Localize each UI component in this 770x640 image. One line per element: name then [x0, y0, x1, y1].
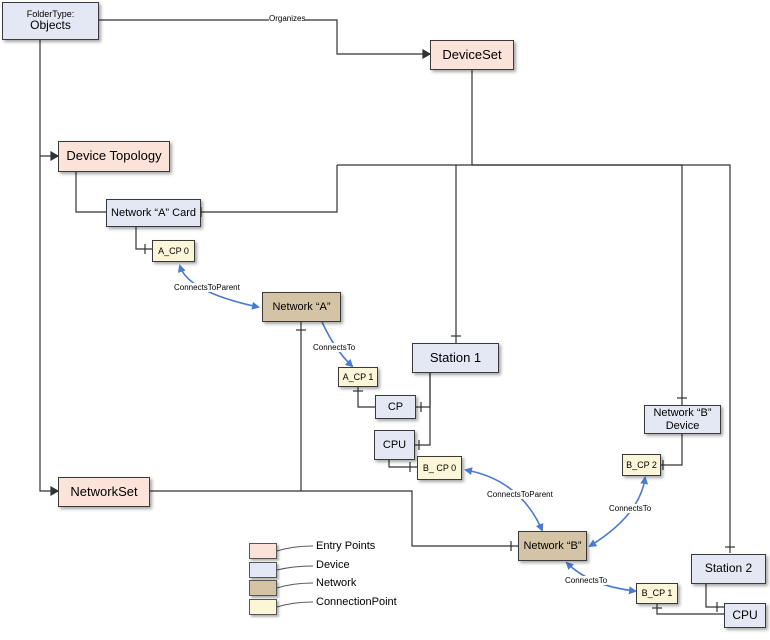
network-b-label: Network “B”	[523, 539, 582, 552]
device-topology-label: Device Topology	[66, 148, 162, 164]
objects-folder-node[interactable]: FolderType: Objects	[2, 2, 99, 40]
organizes-line	[99, 19, 430, 55]
device-set-label: DeviceSet	[442, 46, 502, 62]
legend-label-entry-points: Entry Points	[316, 540, 376, 552]
network-a-card-label: Network “A” Card	[111, 206, 196, 219]
legend-swatch-device	[249, 562, 277, 578]
objects-label: Objects	[30, 18, 71, 33]
legend-swatch-network	[249, 580, 277, 596]
a-cp0-label: A_CP 0	[158, 245, 189, 256]
network-b-device-label: Network “B” Device	[653, 406, 712, 432]
cpu1-label: CPU	[382, 438, 407, 451]
a-cp1-label: A_CP 1	[342, 371, 374, 382]
legend-label-connection-point: ConnectionPoint	[316, 596, 397, 608]
edge-label-connects-to-a: ConnectsTo	[313, 343, 356, 352]
station2-node[interactable]: Station 2	[691, 554, 766, 584]
edge-label-connects-to-parent-b: ConnectsToParent	[487, 490, 553, 499]
station2-label: Station 2	[704, 561, 753, 576]
station1-label: Station 1	[429, 349, 482, 365]
cpu2-node[interactable]: CPU	[724, 603, 766, 628]
b-cp0-node[interactable]: B_ CP 0	[417, 456, 462, 480]
cpu2-label: CPU	[732, 607, 758, 622]
device-topology-node[interactable]: Device Topology	[58, 141, 170, 172]
b-cp1-label: B_CP 1	[641, 588, 673, 599]
network-a-node[interactable]: Network “A”	[262, 292, 341, 322]
b-cp2-node[interactable]: B_CP 2	[622, 454, 661, 476]
legend-label-device: Device	[316, 559, 350, 571]
device-set-node[interactable]: DeviceSet	[430, 40, 514, 70]
a-cp1-node[interactable]: A_CP 1	[338, 367, 378, 387]
cpu1-node[interactable]: CPU	[374, 430, 415, 460]
network-b-device-node[interactable]: Network “B” Device	[644, 405, 721, 434]
legend-swatch-entry-points	[249, 543, 277, 559]
station1-node[interactable]: Station 1	[412, 343, 499, 373]
objects-type-label: FolderType:	[26, 8, 75, 19]
a-cp0-node[interactable]: A_CP 0	[152, 240, 195, 262]
network-set-label: NetworkSet	[70, 483, 138, 499]
b-cp1-node[interactable]: B_CP 1	[636, 583, 678, 604]
edge-label-connects-to-b-cp1: ConnectsTo	[565, 576, 608, 585]
edge-label-organizes: Organizes	[269, 14, 306, 23]
objects-trunk	[39, 40, 58, 492]
edge-label-connects-to-parent-a: ConnectsToParent	[174, 283, 240, 292]
b-cp2-label: B_CP 2	[626, 459, 657, 470]
network-a-card-node[interactable]: Network “A” Card	[106, 199, 201, 227]
cp-node[interactable]: CP	[375, 395, 416, 419]
legend-swatch-connection-point	[249, 599, 277, 615]
network-set-node[interactable]: NetworkSet	[58, 477, 150, 507]
network-a-label: Network “A”	[272, 300, 331, 313]
edge-label-connects-to-b-device: ConnectsTo	[609, 504, 652, 513]
cp-label: CP	[387, 400, 404, 413]
network-b-node[interactable]: Network “B”	[518, 531, 587, 561]
legend-label-network: Network	[316, 577, 357, 589]
b-cp0-label: B_ CP 0	[422, 462, 457, 473]
